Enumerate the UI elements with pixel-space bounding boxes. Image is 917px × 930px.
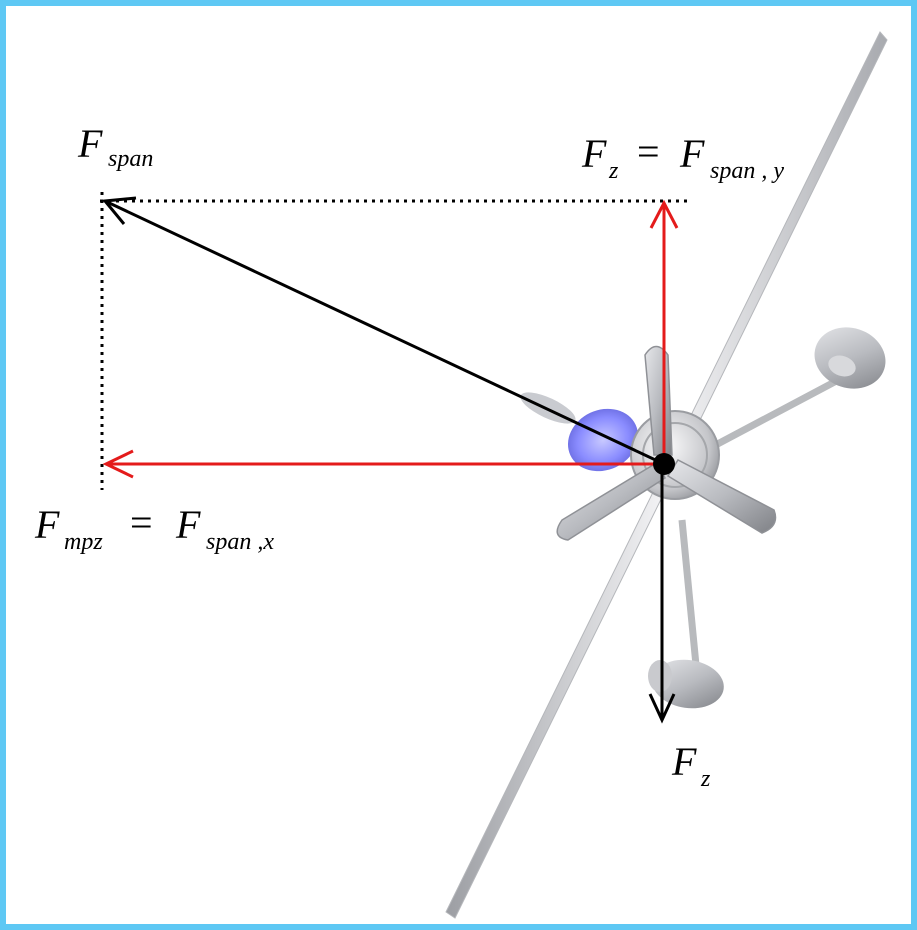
f-span-subscript: span: [108, 146, 153, 172]
equals-sign-top: =: [637, 129, 660, 174]
f-span-y-subscript: span , y: [710, 158, 784, 184]
label-f-span: F span: [77, 121, 153, 172]
label-f-mpz-equation: F mpz = F span ,x: [34, 500, 274, 555]
propeller-blade-right: [666, 459, 777, 534]
f-z-symbol: F: [581, 131, 607, 176]
f-z-down-arrow: [648, 464, 676, 724]
aircraft-illustration: [445, 31, 888, 919]
f-mpz-arrow: [102, 449, 664, 479]
label-f-z-equation: F z = F span , y: [581, 129, 784, 184]
label-f-z-bottom: F z: [671, 739, 711, 792]
f-span-x-symbol: F: [175, 502, 201, 547]
f-z-bottom-symbol: F: [671, 739, 697, 784]
f-z-subscript: z: [608, 158, 619, 184]
force-vectors: [102, 196, 679, 724]
f-span-x-subscript: span ,x: [206, 529, 274, 555]
f-mpz-subscript: mpz: [64, 529, 103, 555]
force-origin-point: [653, 453, 675, 475]
f-mpz-symbol: F: [34, 502, 60, 547]
lower-strut: [678, 519, 700, 666]
engine-cowl: [520, 392, 639, 472]
f-span-symbol: F: [77, 121, 103, 166]
upper-strut: [708, 374, 844, 452]
upper-wheel: [814, 327, 886, 389]
propeller-blade-left: [556, 460, 666, 541]
f-span-arrow: [102, 196, 665, 466]
projection-lines: [100, 192, 688, 490]
f-z-up-arrow: [649, 199, 679, 464]
f-span-y-symbol: F: [679, 131, 705, 176]
equals-sign-bottom: =: [130, 500, 153, 545]
f-z-bottom-subscript: z: [700, 766, 711, 792]
lower-wheel: [648, 659, 724, 709]
